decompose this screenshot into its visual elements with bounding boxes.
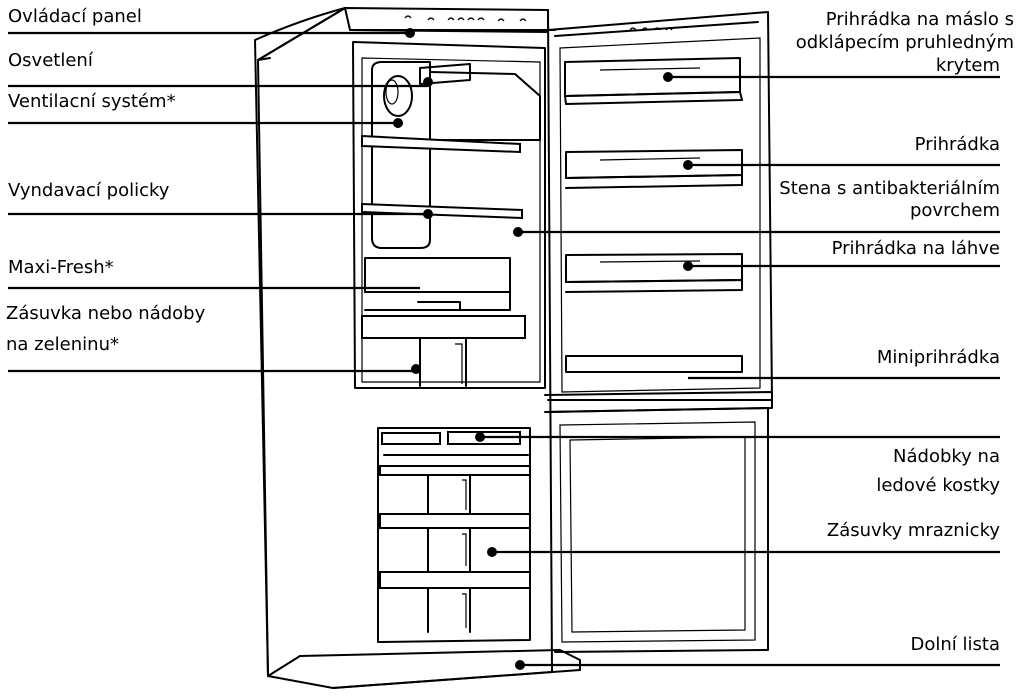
label-butter-line3: krytem xyxy=(935,55,1000,76)
freezer-interior xyxy=(377,427,531,643)
label-ice-line1: Nádobky na xyxy=(893,446,1000,467)
label-bottom-strip: Dolní lista xyxy=(910,634,1000,655)
label-freezer-drawers: Zásuvky mraznicky xyxy=(826,520,1000,541)
label-butter-line2: odklápecím pruhledným xyxy=(795,32,1014,53)
label-ice-line2: ledové kostky xyxy=(876,475,1000,496)
label-ventilation: Ventilacní systém* xyxy=(8,91,176,112)
leader-lines xyxy=(8,28,1000,670)
label-compartment: Prihrádka xyxy=(914,134,1000,155)
label-bottle-compartment: Prihrádka na láhve xyxy=(831,238,1000,259)
label-maxi-fresh: Maxi-Fresh* xyxy=(8,257,114,278)
label-control-panel: Ovládací panel xyxy=(8,6,142,27)
label-wall-line1: Stena s antibakteriálním xyxy=(779,178,1000,199)
label-mini-compartment: Miniprihrádka xyxy=(876,347,1000,368)
control-panel-graphic xyxy=(404,15,527,22)
label-drawer-line2: na zeleninu* xyxy=(6,334,119,355)
label-lighting: Osvetlení xyxy=(8,50,93,71)
label-butter-line1: Prihrádka na máslo s xyxy=(825,9,1014,30)
label-shelves: Vyndavací policky xyxy=(8,180,170,201)
label-wall-line2: povrchem xyxy=(909,200,1000,221)
lower-door xyxy=(547,407,769,653)
fridge-interior xyxy=(352,41,546,389)
base-plinth xyxy=(267,649,581,689)
upper-door xyxy=(544,11,773,413)
label-drawer-line1: Zásuvka nebo nádoby xyxy=(6,303,206,324)
